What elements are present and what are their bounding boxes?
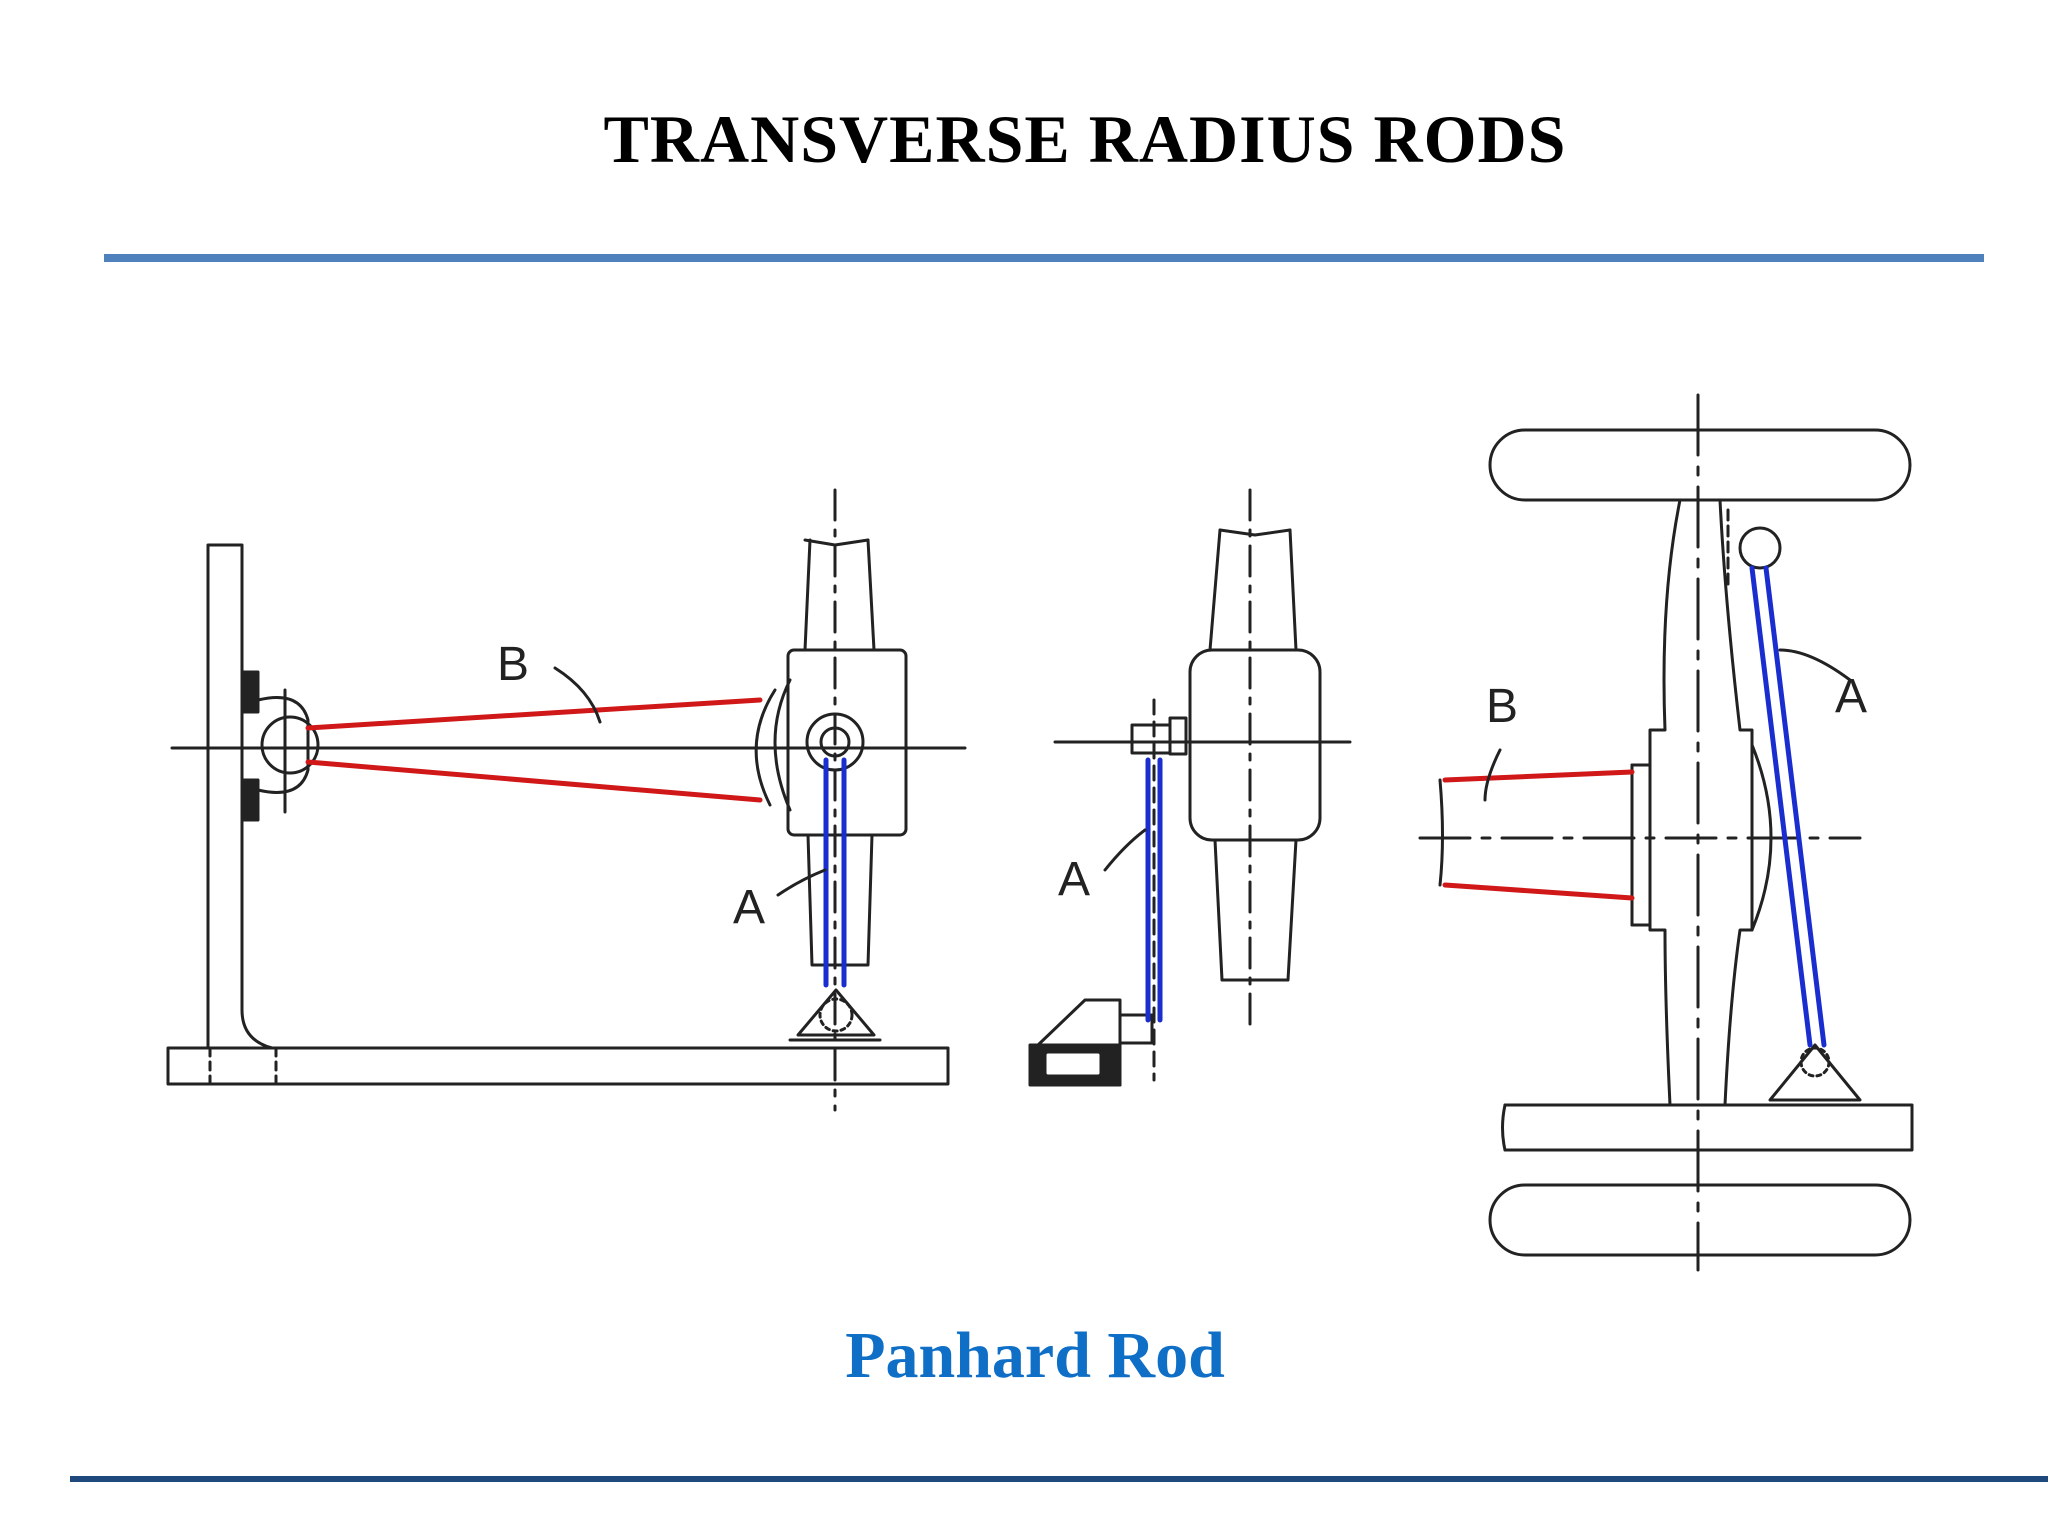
- rod-a-right: [1749, 565, 1813, 1048]
- rod-b-right-upper: [1442, 769, 1635, 783]
- right-label-b: B: [1486, 680, 1518, 733]
- top-divider: [104, 254, 1984, 262]
- middle-view: [1028, 488, 1352, 1087]
- bottom-wheel: [1488, 1183, 1912, 1257]
- middle-label-a: A: [1058, 853, 1090, 906]
- rod-b-lower: [305, 759, 763, 803]
- rod-b-upper: [305, 697, 763, 731]
- hub-body: [1188, 648, 1322, 842]
- left-label-a: A: [733, 881, 765, 934]
- frame-bracket: [240, 670, 260, 714]
- rod-b-right-lower: [1442, 882, 1635, 901]
- top-wheel: [1488, 428, 1912, 502]
- right-label-a: A: [1835, 670, 1867, 723]
- axle-tube: [1503, 1103, 1914, 1152]
- left-view: [166, 488, 967, 1112]
- diagram-caption: Panhard Rod: [845, 1319, 1225, 1392]
- frame-post: [206, 543, 274, 1050]
- axle-housing: [803, 538, 876, 652]
- base-plate: [166, 1046, 950, 1086]
- right-view: [1418, 393, 1914, 1272]
- bottom-divider: [70, 1476, 2048, 1482]
- left-label-b: B: [497, 638, 529, 691]
- slide-title: TRANSVERSE RADIUS RODS: [603, 101, 1567, 177]
